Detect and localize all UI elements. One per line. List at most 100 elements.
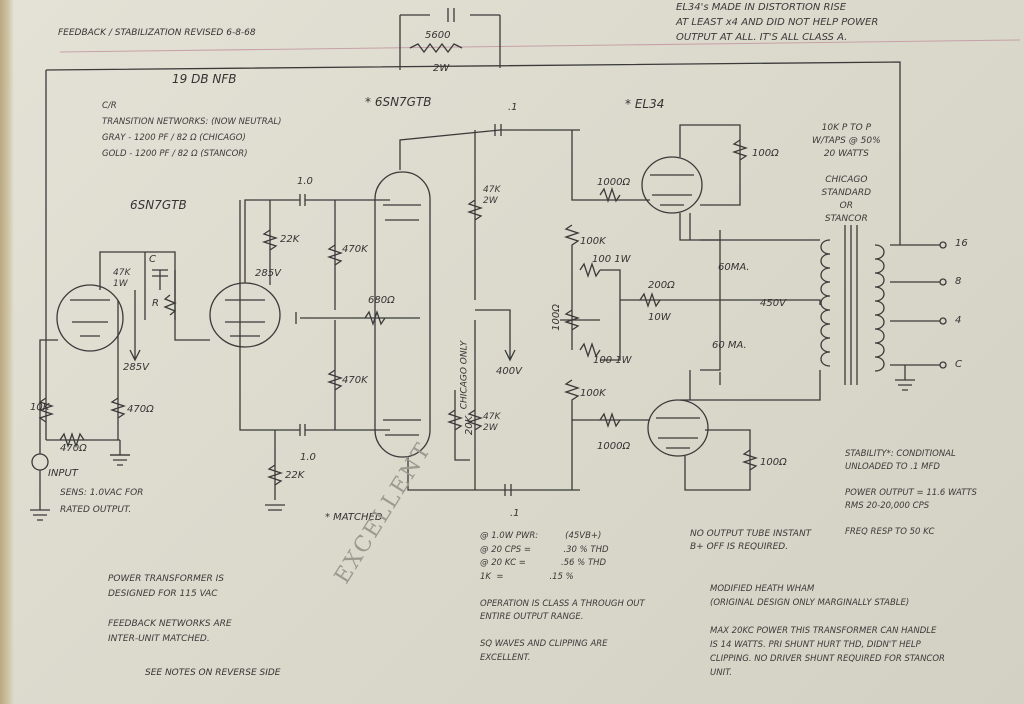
r-470k-bot-label: 470K xyxy=(342,375,368,386)
r-680-label: 680Ω xyxy=(368,295,395,306)
tap-8-label: 8 xyxy=(955,276,962,287)
r-22k-top xyxy=(261,200,279,285)
r-100-pot-label: 100Ω xyxy=(550,304,562,331)
r-label: R xyxy=(152,298,159,309)
transition-networks: C/R TRANSITION NETWORKS: (NOW NEUTRAL) G… xyxy=(102,101,282,159)
r-1000-top-label: 1000Ω xyxy=(597,177,631,188)
v400-label: 400V xyxy=(496,366,522,377)
r-470k-bot xyxy=(326,320,344,430)
r-10k xyxy=(37,397,55,423)
chicago-only-label: CHICAGO ONLY xyxy=(459,340,470,410)
r-470k-top-label: 470K xyxy=(342,244,368,255)
r-200-watts-label: 10W xyxy=(648,312,671,323)
sensitivity-note: SENS: 1.0VAC FOR RATED OUTPUT. xyxy=(60,488,144,515)
r-470-fb xyxy=(59,431,85,449)
r-100-pot xyxy=(560,300,600,350)
r-22k-bot xyxy=(265,430,285,511)
r-200 xyxy=(639,291,661,309)
r-100k-bot xyxy=(563,379,581,420)
transformer-core xyxy=(844,225,858,385)
r-470-in xyxy=(109,397,127,419)
tap-c xyxy=(939,361,947,369)
r-680 xyxy=(295,309,420,327)
top-note: EL34's MADE IN DISTORTION RISE AT LEAST … xyxy=(676,2,879,43)
c-0-1-bot-label: .1 xyxy=(510,508,520,519)
feedback-resistor-label: 5600 xyxy=(425,30,451,41)
r-20k-label: 20K xyxy=(464,415,476,436)
page-rule xyxy=(59,39,1021,53)
c-1-0-bot-label: 1.0 xyxy=(300,452,316,463)
driver-tube-label: * 6SN7GTB xyxy=(365,95,432,109)
r-47k-1w-label: 47K 1W xyxy=(113,268,131,289)
r-100-1w-top xyxy=(579,261,601,279)
r-1000-bot-label: 1000Ω xyxy=(597,441,631,452)
r-100-1w-bot-label: 100 1W xyxy=(593,355,632,366)
tap-8 xyxy=(939,278,947,286)
r-100-1w-bot xyxy=(579,341,601,359)
r-100-top-label: 100Ω xyxy=(752,148,779,159)
no-output-tube-note: NO OUTPUT TUBE INSTANT B+ OFF IS REQUIRE… xyxy=(690,529,812,552)
tap-4-label: 4 xyxy=(955,315,962,326)
c-label: C xyxy=(149,254,156,265)
r-200-label: 200Ω xyxy=(648,280,675,291)
r-470-fb-label: 470Ω xyxy=(60,443,87,454)
v450-label: 450V xyxy=(760,298,786,309)
r-10k-label: 10K xyxy=(30,402,50,413)
output-tube-top xyxy=(641,156,703,214)
power-transformer-note: POWER TRANSFORMER IS DESIGNED FOR 115 VA… xyxy=(108,574,232,644)
input-label: INPUT xyxy=(48,468,78,479)
phase-tube xyxy=(209,282,281,348)
feedback-cap xyxy=(447,8,455,22)
input-tube xyxy=(56,284,124,352)
rc-network xyxy=(144,252,177,320)
r-22k-bot-label: 22K xyxy=(285,470,305,481)
transformer-secondary xyxy=(874,244,885,372)
output-tube-label: * EL34 xyxy=(625,97,665,111)
heath-note: MODIFIED HEATH WHAM (ORIGINAL DESIGN ONL… xyxy=(710,584,945,678)
tap-c-label: C xyxy=(955,359,962,370)
r-100k-top-label: 100K xyxy=(580,236,606,247)
r-100-bot-label: 100Ω xyxy=(760,457,787,468)
output-tube-bot xyxy=(647,399,709,457)
r-47k-2w-bot-label: 47K 2W xyxy=(483,412,501,433)
tap-16-label: 16 xyxy=(955,238,968,249)
r-470-in-label: 470Ω xyxy=(127,404,154,415)
v285-a-label: 285V xyxy=(123,362,149,373)
r-100k-bot-label: 100K xyxy=(580,388,606,399)
binding-edge xyxy=(0,0,14,704)
r-100-bot xyxy=(741,449,759,471)
current-top-label: 60MA. xyxy=(718,262,750,273)
c-0-1-top-label: .1 xyxy=(508,102,518,113)
transformer-primary xyxy=(820,239,831,367)
specs-note: STABILITY*: CONDITIONAL UNLOADED TO .1 M… xyxy=(845,449,977,537)
r-100-top xyxy=(731,139,749,161)
r-20k xyxy=(446,390,470,461)
tap-4 xyxy=(939,317,947,325)
r-1000-bot xyxy=(599,411,621,429)
transformer-label: 10K P TO P W/TAPS @ 50% 20 WATTS CHICAGO… xyxy=(812,123,881,224)
r-47k-2w-top-label: 47K 2W xyxy=(483,185,501,206)
current-bot-label: 60 MA. xyxy=(712,340,747,351)
input-tube-label: 6SN7GTB xyxy=(130,198,187,212)
nfb-label: 19 DB NFB xyxy=(172,72,237,86)
r-100k-top xyxy=(563,224,581,300)
c-1-0-top-label: 1.0 xyxy=(297,176,313,187)
page-title: FEEDBACK / STABILIZATION REVISED 6-8-68 xyxy=(58,28,256,38)
input-jack xyxy=(31,453,49,471)
v285-b-label: 285V xyxy=(255,268,281,279)
r-1000-top xyxy=(599,186,621,204)
r-470k-top xyxy=(326,200,344,310)
feedback-watts-label: 2W xyxy=(433,63,450,74)
driver-tube xyxy=(374,171,431,458)
feedback-resistor xyxy=(409,42,463,54)
r-47k-2w-bot xyxy=(466,320,484,490)
r-22k-top-label: 22K xyxy=(280,234,300,245)
r-47k-2w-top xyxy=(466,130,484,300)
thd-note: @ 1.0W PWR: (45VB+) @ 20 CPS = .30 % THD… xyxy=(480,531,645,663)
r-100-1w-top-label: 100 1W xyxy=(592,254,631,265)
matched-note: * MATCHED xyxy=(325,512,383,523)
tap-16 xyxy=(939,241,947,249)
feedback-loop-wire xyxy=(45,14,901,320)
